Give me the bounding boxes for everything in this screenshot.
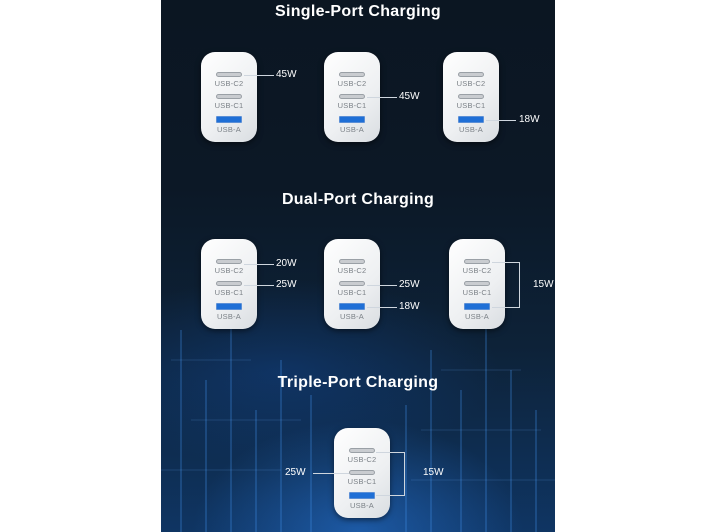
connector-line [376, 495, 404, 496]
usb-c1-port [464, 281, 490, 286]
port-label: USB-C1 [337, 101, 367, 110]
charger-single-3: USB-C2 USB-C1 USB-A [443, 52, 499, 142]
usb-c1-port [458, 94, 484, 99]
port-label: USB-A [217, 312, 241, 321]
usb-c1-port [216, 281, 242, 286]
promo-panel: Single-Port Charging Dual-Port Charging … [161, 0, 555, 532]
section-title-single: Single-Port Charging [275, 3, 441, 20]
usb-c2-port [464, 259, 490, 264]
section-title-dual: Dual-Port Charging [281, 191, 435, 208]
connector-line [492, 262, 519, 263]
usb-a-port [339, 303, 365, 310]
connector-line [244, 285, 274, 286]
port-label: USB-A [340, 125, 364, 134]
connector-line [367, 285, 397, 286]
connector-line [367, 97, 397, 98]
port-label: USB-C1 [347, 477, 377, 486]
wattage-label: 18W [399, 301, 420, 312]
port-label: USB-C2 [214, 79, 244, 88]
usb-a-port [339, 116, 365, 123]
wattage-label: 45W [399, 91, 420, 102]
usb-c2-port [339, 72, 365, 77]
wattage-label: 15W [423, 467, 444, 478]
usb-c1-port [339, 94, 365, 99]
port-label: USB-C2 [214, 266, 244, 275]
connector-line [376, 452, 404, 453]
port-label: USB-C1 [214, 101, 244, 110]
connector-line [244, 264, 274, 265]
port-label: USB-C1 [462, 288, 492, 297]
bracket-line [519, 262, 520, 308]
charger-single-1: USB-C2 USB-C1 USB-A [201, 52, 257, 142]
connector-line [367, 307, 397, 308]
usb-a-port [464, 303, 490, 310]
wattage-label: 20W [276, 258, 297, 269]
wattage-label: 25W [276, 279, 297, 290]
bracket-line [404, 452, 405, 496]
light-streaks-background [161, 300, 555, 532]
charger-dual-2: USB-C2 USB-C1 USB-A [324, 239, 380, 329]
wattage-label: 15W [533, 279, 554, 290]
connector-line [244, 75, 274, 76]
port-label: USB-C2 [456, 79, 486, 88]
port-label: USB-A [217, 125, 241, 134]
connector-line [492, 307, 519, 308]
port-label: USB-C2 [462, 266, 492, 275]
port-label: USB-C1 [456, 101, 486, 110]
usb-c2-port [339, 259, 365, 264]
wattage-label: 25W [399, 279, 420, 290]
port-label: USB-A [459, 125, 483, 134]
connector-line [486, 120, 516, 121]
port-label: USB-C1 [214, 288, 244, 297]
port-label: USB-C2 [347, 455, 377, 464]
charger-dual-3: USB-C2 USB-C1 USB-A [449, 239, 505, 329]
usb-a-port [349, 492, 375, 499]
port-label: USB-C2 [337, 266, 367, 275]
usb-a-port [216, 116, 242, 123]
usb-c2-port [458, 72, 484, 77]
usb-c1-port [339, 281, 365, 286]
port-label: USB-A [350, 501, 374, 510]
port-label: USB-A [465, 312, 489, 321]
connector-line [313, 473, 349, 474]
usb-c1-port [349, 470, 375, 475]
usb-c2-port [349, 448, 375, 453]
wattage-label: 45W [276, 69, 297, 80]
port-label: USB-C1 [337, 288, 367, 297]
usb-c2-port [216, 259, 242, 264]
charger-dual-1: USB-C2 USB-C1 USB-A [201, 239, 257, 329]
usb-a-port [216, 303, 242, 310]
section-title-triple: Triple-Port Charging [277, 374, 439, 391]
usb-c1-port [216, 94, 242, 99]
port-label: USB-A [340, 312, 364, 321]
wattage-label: 18W [519, 114, 540, 125]
port-label: USB-C2 [337, 79, 367, 88]
usb-a-port [458, 116, 484, 123]
wattage-label: 25W [285, 467, 306, 478]
usb-c2-port [216, 72, 242, 77]
